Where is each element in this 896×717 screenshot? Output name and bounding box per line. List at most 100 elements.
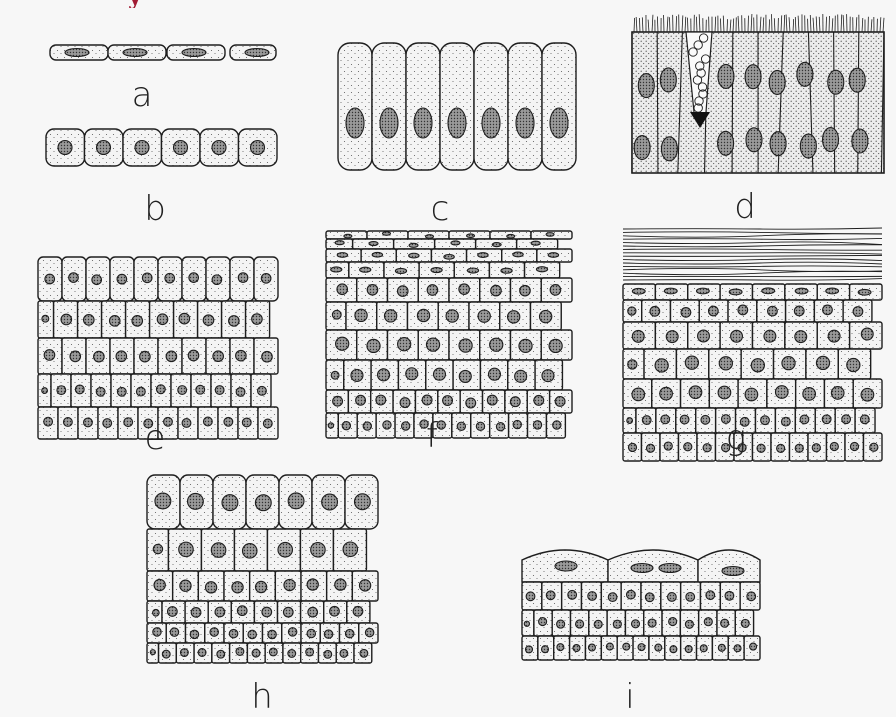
cell-nucleus xyxy=(57,386,66,395)
cell-nucleus xyxy=(346,108,364,138)
cell-nucleus xyxy=(721,619,729,627)
cilium xyxy=(793,19,794,32)
panel-b-simple-cuboidal xyxy=(46,129,277,166)
cell-nucleus xyxy=(459,339,472,352)
cell-nucleus xyxy=(729,289,742,295)
cell-nucleus xyxy=(745,65,761,89)
cell-nucleus xyxy=(229,629,237,637)
cell-nucleus xyxy=(189,273,199,283)
cell-nucleus xyxy=(236,350,247,361)
cell-nucleus xyxy=(344,234,352,238)
cell-nucleus xyxy=(331,267,342,272)
cell-nucleus xyxy=(685,356,698,369)
cell-nucleus xyxy=(668,593,677,602)
cell-nucleus xyxy=(380,108,398,138)
cell-nucleus xyxy=(63,418,72,427)
panel-label-i: i xyxy=(625,677,634,717)
cell-nucleus xyxy=(638,74,654,98)
cell-nucleus xyxy=(355,309,367,321)
cilium xyxy=(798,16,799,32)
cell-nucleus xyxy=(155,493,171,509)
cell xyxy=(372,43,406,170)
cell-nucleus xyxy=(406,368,418,380)
cell-nucleus xyxy=(342,422,350,430)
cell-nucleus xyxy=(466,398,476,408)
cilium xyxy=(810,15,811,32)
cilium xyxy=(727,19,728,32)
cilium xyxy=(667,17,668,32)
cell-nucleus xyxy=(515,370,527,382)
cell-nucleus xyxy=(751,359,764,372)
cell-nucleus xyxy=(704,618,712,626)
cell xyxy=(406,43,440,170)
cell-nucleus xyxy=(496,423,504,431)
cell-nucleus xyxy=(632,388,645,401)
cell-nucleus xyxy=(661,415,670,424)
cell-nucleus xyxy=(664,442,672,450)
cell-nucleus xyxy=(731,330,743,342)
cell-nucleus xyxy=(664,288,677,294)
cell-nucleus xyxy=(283,607,293,617)
cell-nucleus xyxy=(367,285,378,296)
cell-nucleus xyxy=(557,644,564,651)
cell-nucleus xyxy=(340,649,348,657)
cilium xyxy=(816,16,817,32)
cell-nucleus xyxy=(628,360,637,369)
cell-nucleus xyxy=(215,607,225,617)
cell-nucleus xyxy=(542,370,554,382)
cell-nucleus xyxy=(648,619,656,627)
cell-nucleus xyxy=(211,543,226,558)
cilium xyxy=(763,18,764,32)
panel-d-pseudostratified xyxy=(632,14,884,173)
cell-nucleus xyxy=(395,268,406,273)
cell-nucleus xyxy=(427,285,438,296)
cell-nucleus xyxy=(179,542,194,557)
cell xyxy=(440,43,474,170)
cell-nucleus xyxy=(354,494,370,510)
cell-nucleus xyxy=(573,645,580,652)
cell-nucleus xyxy=(606,643,613,650)
cell-nucleus xyxy=(858,289,871,295)
cell-nucleus xyxy=(550,285,561,296)
cell-nucleus xyxy=(655,644,662,651)
cell-nucleus xyxy=(741,619,749,627)
cell-nucleus xyxy=(397,286,408,297)
cell-nucleus xyxy=(242,418,251,427)
cell-nucleus xyxy=(745,388,758,401)
cell-nucleus xyxy=(861,388,874,401)
cilium xyxy=(733,18,734,32)
cilium xyxy=(730,20,731,32)
cell-nucleus xyxy=(822,415,831,424)
cell-nucleus xyxy=(539,310,551,322)
cell-nucleus xyxy=(258,386,267,395)
cilium xyxy=(784,15,785,32)
cell-nucleus xyxy=(45,274,55,284)
keratin-layer xyxy=(623,279,882,281)
cell-nucleus xyxy=(826,288,839,294)
cell-nucleus xyxy=(703,444,711,452)
cell-nucleus xyxy=(311,543,326,558)
cell-nucleus xyxy=(333,396,343,406)
cell-nucleus xyxy=(431,268,442,273)
cell-nucleus xyxy=(526,646,533,653)
cell-nucleus xyxy=(852,129,868,153)
cilium xyxy=(685,17,686,32)
cell-nucleus xyxy=(96,387,105,396)
cilium xyxy=(862,18,863,32)
panel-label-g: g xyxy=(726,418,746,458)
cilium xyxy=(687,18,688,32)
cell-nucleus xyxy=(861,328,873,340)
cell-nucleus xyxy=(307,579,318,590)
cell-nucleus xyxy=(594,620,602,628)
cell-nucleus xyxy=(467,234,475,238)
cell-nucleus xyxy=(307,629,315,637)
cell-nucleus xyxy=(212,275,222,285)
cell-nucleus xyxy=(360,267,371,272)
cell-nucleus xyxy=(700,645,707,652)
cell-nucleus xyxy=(136,387,145,396)
cell-nucleus xyxy=(661,137,677,161)
cell-nucleus xyxy=(203,417,212,426)
cell-nucleus xyxy=(252,649,260,657)
cell-nucleus xyxy=(180,649,188,657)
cilium xyxy=(769,19,770,32)
